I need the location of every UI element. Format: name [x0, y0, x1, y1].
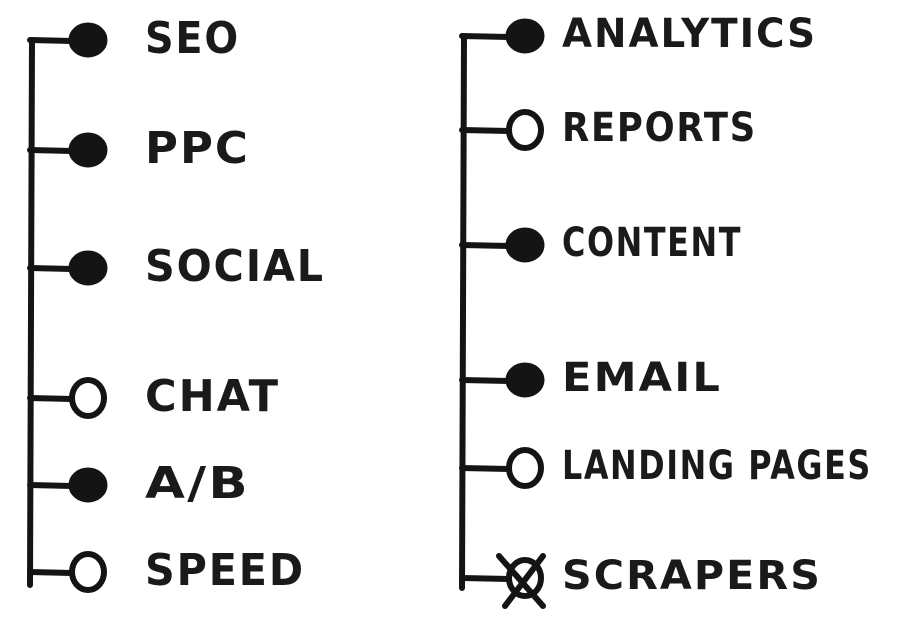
- right-item-label: REPORTS: [562, 105, 757, 152]
- filled-dot-icon: [68, 132, 108, 168]
- right-branch: [459, 127, 512, 134]
- open-circle-icon: [69, 551, 107, 593]
- left-item-label: PPC: [145, 122, 250, 174]
- right-branch: [459, 377, 512, 384]
- left-item-label: SEO: [145, 12, 240, 64]
- left-branch: [27, 395, 75, 402]
- filled-dot-icon: [505, 227, 545, 263]
- right-item-label: LANDING PAGES: [562, 443, 872, 490]
- left-item-label: CHAT: [145, 370, 281, 422]
- left-item-label: SOCIAL: [145, 240, 325, 292]
- filled-dot-icon: [505, 18, 545, 54]
- left-branch: [27, 265, 75, 272]
- left-item-label: A/B: [145, 457, 251, 509]
- right-item-label: ANALYTICS: [562, 11, 818, 58]
- filled-dot-icon: [68, 467, 108, 503]
- left-branch: [27, 147, 75, 154]
- right-branch: [459, 242, 512, 249]
- open-circle-icon: [506, 447, 544, 489]
- open-circle-icon: [506, 109, 544, 151]
- left-branch: [27, 37, 75, 44]
- right-branch: [459, 33, 512, 40]
- left-branch: [27, 482, 75, 489]
- open-circle-icon: [69, 377, 107, 419]
- filled-dot-icon: [68, 250, 108, 286]
- left-item-label: SPEED: [145, 544, 306, 596]
- filled-dot-icon: [505, 362, 545, 398]
- left-branch: [27, 569, 75, 576]
- right-branch: [459, 575, 512, 582]
- left-spine: [27, 37, 35, 588]
- right-item-label: CONTENT: [562, 220, 743, 267]
- right-branch: [459, 465, 512, 472]
- right-item-label: SCRAPERS: [562, 553, 822, 600]
- right-item-label: EMAIL: [562, 355, 723, 402]
- right-spine: [459, 33, 467, 591]
- filled-dot-icon: [68, 22, 108, 58]
- crossed-circle-icon: [496, 553, 546, 609]
